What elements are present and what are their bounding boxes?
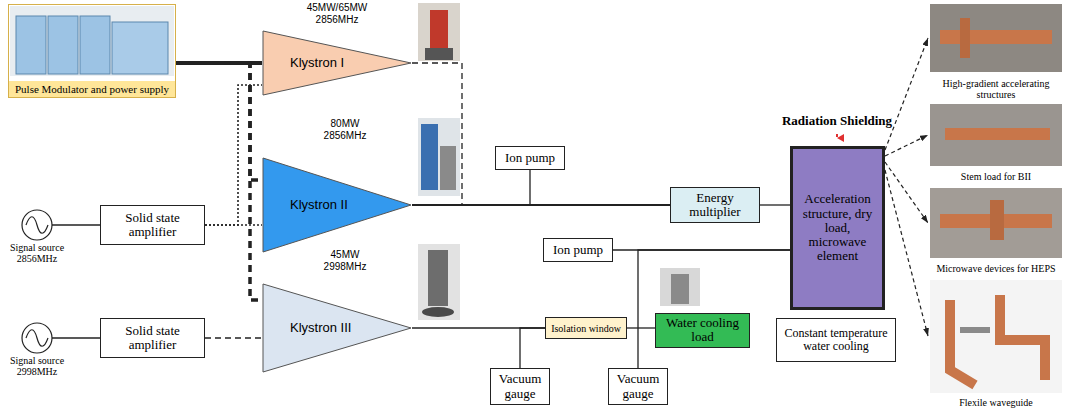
- sine-wave: [26, 217, 48, 234]
- connector: [885, 162, 928, 223]
- modulator-box: Pulse Modulator and power supply: [8, 4, 176, 98]
- node-text: Klystron III: [290, 321, 351, 335]
- structure-photo: [930, 4, 1062, 72]
- connector: [627, 327, 655, 328]
- waveguide: [950, 295, 1045, 385]
- signal-source: Signal source 2998MHz: [4, 321, 70, 377]
- copper-part: [940, 30, 1052, 44]
- source-circle: [22, 210, 52, 240]
- tank: [425, 48, 453, 60]
- source-circle: [22, 323, 52, 353]
- node-text: Acceleration structure, dry load, microw…: [797, 192, 878, 263]
- klystron-photo: [418, 244, 460, 320]
- node-text: High-gradient accelerating structures: [928, 78, 1064, 100]
- klystron-triangle: Klystron I: [262, 30, 412, 96]
- shielding-arrow: [836, 134, 838, 138]
- load-photo: [660, 268, 700, 306]
- connector: [885, 135, 928, 156]
- pump-box: Ion pump: [495, 146, 565, 170]
- klystron-shape: [263, 284, 411, 372]
- tank: [440, 146, 456, 190]
- photo-panel: Flexile waveguide: [928, 278, 1064, 408]
- source-symbol: [21, 209, 53, 241]
- node-text: Pulse Modulator and power supply: [9, 81, 175, 97]
- klystron-shape: [263, 158, 411, 252]
- klystron-triangle: Klystron III: [262, 283, 412, 373]
- power-label: 80MW 2856MHz: [324, 118, 367, 141]
- node-text: Microwave devices for HEPS: [928, 263, 1064, 274]
- load-photo: [930, 104, 1062, 166]
- klystron-shape: [263, 31, 411, 95]
- device-photo: [930, 188, 1062, 258]
- klystron-photo: [418, 3, 460, 61]
- waveguide-photo: [930, 280, 1062, 393]
- copper-part: [960, 18, 970, 58]
- klystron-triangle: Klystron II: [262, 157, 412, 253]
- connector: [412, 63, 670, 205]
- node-text: Stem load for BII: [928, 171, 1064, 182]
- node-text: Energy multiplier: [675, 191, 755, 220]
- connector: [885, 170, 928, 336]
- window-box: Isolation window: [545, 317, 627, 339]
- power-label: 45MW 2998MHz: [324, 249, 367, 272]
- sine-wave: [26, 330, 48, 347]
- connector: [885, 38, 928, 150]
- cabinet: [48, 16, 78, 74]
- modulator-photo: [10, 6, 174, 76]
- signal-source: Signal source 2856MHz: [4, 208, 70, 264]
- connector: [530, 170, 670, 205]
- node-text: Vacuum gauge: [495, 372, 545, 401]
- photo-panel: High-gradient accelerating structures: [928, 2, 1064, 100]
- connector: [205, 85, 262, 225]
- tank: [422, 307, 454, 317]
- node-text: Solid state amplifier: [105, 211, 200, 240]
- connector: [520, 328, 545, 368]
- node-text: Ion pump: [553, 243, 603, 257]
- connector: [52, 337, 100, 338]
- source-symbol: [21, 322, 53, 354]
- shielding-label: Radiation Shielding: [782, 114, 892, 129]
- copper-part: [945, 128, 1050, 140]
- photo-panel: Stem load for BII: [928, 102, 1064, 182]
- node-text: Klystron I: [290, 56, 344, 70]
- connector: [638, 250, 790, 368]
- magnet: [430, 10, 448, 48]
- gauge-box: Vacuum gauge: [490, 368, 550, 405]
- pump-box: Ion pump: [543, 238, 613, 262]
- amplifier-box: Solid state amplifier: [100, 318, 205, 358]
- flex-section: [960, 327, 990, 333]
- connector: [176, 63, 262, 300]
- gauge-box: Vacuum gauge: [608, 368, 668, 405]
- photo-panel: Microwave devices for HEPS: [928, 186, 1064, 274]
- power-label: 45MW/65MW 2856MHz: [307, 2, 368, 25]
- multiplier-box: Energy multiplier: [670, 187, 760, 223]
- node-text: Isolation window: [551, 323, 621, 334]
- node-text: Water cooling load: [660, 316, 745, 345]
- node-text: Solid state amplifier: [105, 324, 200, 353]
- cabinet: [112, 22, 168, 74]
- node-text: Vacuum gauge: [613, 372, 663, 401]
- amplifier-box: Solid state amplifier: [100, 205, 205, 245]
- cabinet: [80, 16, 110, 74]
- copper-part: [990, 200, 1004, 240]
- cooling-box: Constant temperature water cooling: [776, 318, 896, 362]
- klystron-photo: [418, 118, 460, 196]
- connector: [52, 224, 100, 225]
- load-tank: [671, 274, 689, 304]
- node-text: Flexile waveguide: [928, 397, 1064, 408]
- node-text: Klystron II: [290, 198, 348, 212]
- accelerator-box: Acceleration structure, dry load, microw…: [790, 146, 885, 310]
- connector: [760, 204, 790, 205]
- tube: [428, 250, 448, 306]
- node-text: Signal source 2998MHz: [4, 355, 70, 377]
- node-text: Constant temperature water cooling: [781, 327, 891, 353]
- load-box: Water cooling load: [655, 313, 750, 348]
- node-text: Ion pump: [505, 151, 555, 165]
- connector: [205, 337, 262, 338]
- cabinet: [16, 16, 46, 74]
- node-text: Signal source 2856MHz: [4, 242, 70, 264]
- cabinet: [421, 124, 438, 190]
- connector: [205, 224, 262, 226]
